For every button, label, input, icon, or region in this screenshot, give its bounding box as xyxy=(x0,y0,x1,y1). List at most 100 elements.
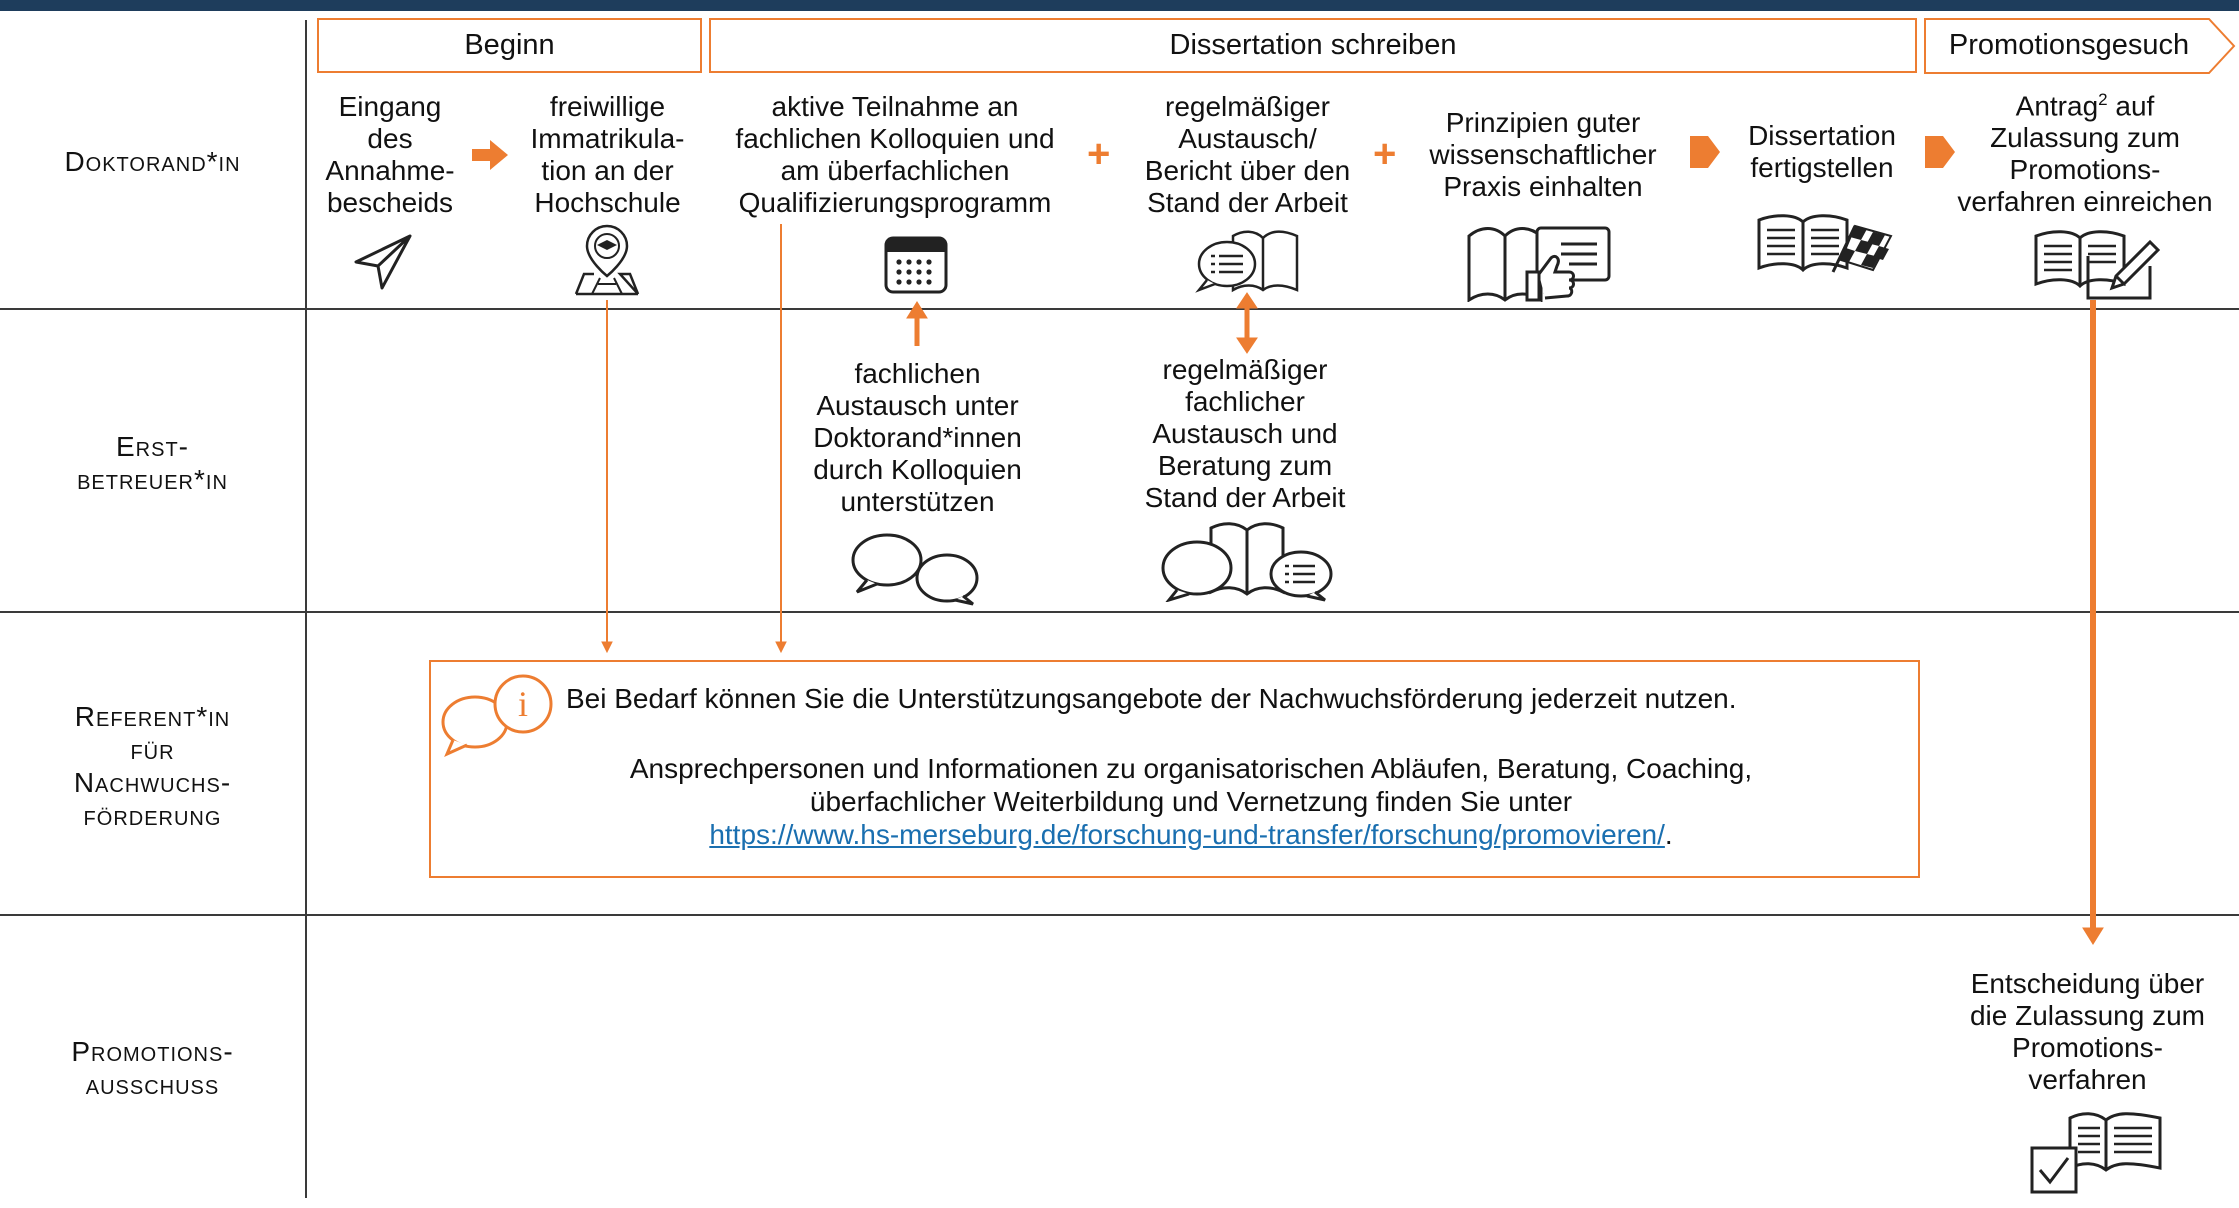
info-box: i Bei Bedarf können Sie die Unterstützun… xyxy=(429,660,1920,878)
info-line-4: https://www.hs-merseburg.de/forschung-un… xyxy=(491,818,1891,851)
book-pen-icon xyxy=(2034,230,2160,300)
step-immatrikulation: freiwillige Immatrikula- tion an der Hoc… xyxy=(510,91,705,219)
step-text: Prinzipien guter xyxy=(1445,107,1641,138)
plus-icon: + xyxy=(1373,132,1397,176)
step-text: Praxis einhalten xyxy=(1443,171,1643,202)
role-label-line: Nachwuchs- xyxy=(73,767,232,798)
step-text: Stand der Arbeit xyxy=(1147,187,1348,218)
role-promotionsausschuss: Promotions- ausschuss xyxy=(0,1035,305,1101)
step-text: regelmäßiger xyxy=(1165,91,1330,122)
step-text: Bericht über den xyxy=(1144,155,1351,186)
step-text: freiwillige xyxy=(549,91,666,122)
step-text: die Zulassung zum xyxy=(1969,1000,2205,1031)
row-divider xyxy=(0,611,2239,613)
row-divider xyxy=(0,308,2239,310)
role-label-line: ausschuss xyxy=(85,1069,220,1100)
top-bar xyxy=(0,0,2239,11)
step-text: Zulassung zum xyxy=(1990,122,2180,154)
step-text: Immatrikula- xyxy=(530,123,685,154)
step-text: tion an der xyxy=(541,155,674,186)
step-text: fachlichen xyxy=(854,358,981,389)
step-text: fertigstellen xyxy=(1750,152,1894,183)
phase-promotionsgesuch: Promotionsgesuch xyxy=(1948,29,2190,61)
footnote-mark: 2 xyxy=(2098,90,2108,109)
role-label-line: betreuer*in xyxy=(77,464,228,495)
betreuer-beratung: regelmäßiger fachlicher Austausch und Be… xyxy=(1110,354,1380,514)
role-label-line: Erst- xyxy=(116,431,189,462)
role-label-line: Referent*in xyxy=(74,701,231,732)
step-text-part: Antrag xyxy=(2015,90,2099,122)
info-chat-icon: i xyxy=(441,674,553,757)
promovieren-link[interactable]: https://www.hs-merseburg.de/forschung-un… xyxy=(709,819,1665,850)
step-text: am überfachlichen xyxy=(780,155,1010,186)
step-text: wissenschaftlicher xyxy=(1429,139,1657,170)
role-label-line: förderung xyxy=(83,800,222,831)
step-text: unterstützen xyxy=(840,486,995,517)
step-text: Promotions- xyxy=(2012,1032,2163,1063)
link-suffix: . xyxy=(1664,819,1673,850)
step-text: Annahme- xyxy=(325,155,455,186)
chevron-right-icon xyxy=(1690,136,1720,168)
step-text: Beratung zum xyxy=(1157,450,1333,481)
role-label-line: Doktorand*in xyxy=(64,146,241,177)
step-text: regelmäßiger xyxy=(1162,354,1328,385)
step-fertigstellen: Dissertation fertigstellen xyxy=(1722,120,1922,184)
phase-promotionsgesuch-arrow xyxy=(1924,18,2236,74)
calendar-icon xyxy=(884,236,948,294)
phase-dissertation: Dissertation schreiben xyxy=(709,18,1917,73)
chevron-right-icon xyxy=(1925,136,1955,168)
step-text: Entscheidung über xyxy=(1970,968,2205,999)
step-text: bescheids xyxy=(326,187,454,218)
step-text: Qualifizierungsprogramm xyxy=(738,187,1052,218)
step-text: fachlicher xyxy=(1185,386,1305,417)
chat-bubbles-icon xyxy=(851,533,979,606)
send-icon xyxy=(354,234,412,290)
book-thumbs-up-icon xyxy=(1467,226,1611,302)
step-text: Eingang xyxy=(338,91,442,122)
arrow-right-icon xyxy=(472,140,508,170)
step-text: verfahren xyxy=(2028,1064,2147,1095)
step-text: verfahren einreichen xyxy=(1957,186,2213,218)
ausschuss-entscheidung: Entscheidung über die Zulassung zum Prom… xyxy=(1940,968,2235,1096)
step-text: Promotions- xyxy=(2009,154,2161,186)
map-graduation-icon xyxy=(574,224,640,296)
step-austausch: regelmäßiger Austausch/ Bericht über den… xyxy=(1115,91,1380,219)
step-text: Austausch unter xyxy=(816,390,1019,421)
step-text: Austausch und xyxy=(1152,418,1338,449)
step-antrag: Antrag2 auf Zulassung zum Promotions- ve… xyxy=(1935,84,2235,218)
info-line-2: Ansprechpersonen und Informationen zu or… xyxy=(629,753,1753,784)
step-text: Austausch/ xyxy=(1178,123,1317,154)
book-chat-icon xyxy=(1195,230,1299,293)
phase-beginn: Beginn xyxy=(317,18,702,73)
role-referent: Referent*in für Nachwuchs- förderung xyxy=(0,700,305,832)
svg-text:i: i xyxy=(518,684,528,724)
step-praxis: Prinzipien guter wissenschaftlicher Prax… xyxy=(1408,107,1678,203)
step-text: fachlichen Kolloquien und xyxy=(735,123,1055,154)
role-doktorand: Doktorand*in xyxy=(0,145,305,178)
step-text: Hochschule xyxy=(534,187,681,218)
step-eingang: Eingang des Annahme- bescheids xyxy=(300,91,480,219)
step-text: Antrag2 auf xyxy=(1935,84,2235,122)
step-text: aktive Teilnahme an xyxy=(771,91,1019,122)
step-text: Doktorand*innen xyxy=(813,422,1022,453)
step-text: Stand der Arbeit xyxy=(1144,482,1346,513)
role-label-line: für xyxy=(130,734,175,765)
info-line-3: überfachlicher Weiterbildung und Vernetz… xyxy=(809,786,1573,817)
role-label-line: Promotions- xyxy=(71,1036,234,1067)
role-column-divider xyxy=(305,20,307,1198)
info-line-1: Bei Bedarf können Sie die Unterstützungs… xyxy=(566,683,1737,714)
step-text: des xyxy=(367,123,413,154)
betreuer-kolloquien: fachlichen Austausch unter Doktorand*inn… xyxy=(780,358,1055,518)
plus-icon: + xyxy=(1087,132,1111,176)
row-divider xyxy=(0,914,2239,916)
checkbox-book-icon xyxy=(2030,1112,2162,1194)
book-finish-flag-icon xyxy=(1757,214,1893,273)
role-erstbetreuer: Erst- betreuer*in xyxy=(0,430,305,496)
step-text: Dissertation xyxy=(1748,120,1896,151)
step-text-part: auf xyxy=(2107,90,2155,122)
book-two-chats-icon xyxy=(1161,522,1333,602)
step-text: durch Kolloquien xyxy=(813,454,1022,485)
step-kolloquien: aktive Teilnahme an fachlichen Kolloquie… xyxy=(705,91,1085,219)
